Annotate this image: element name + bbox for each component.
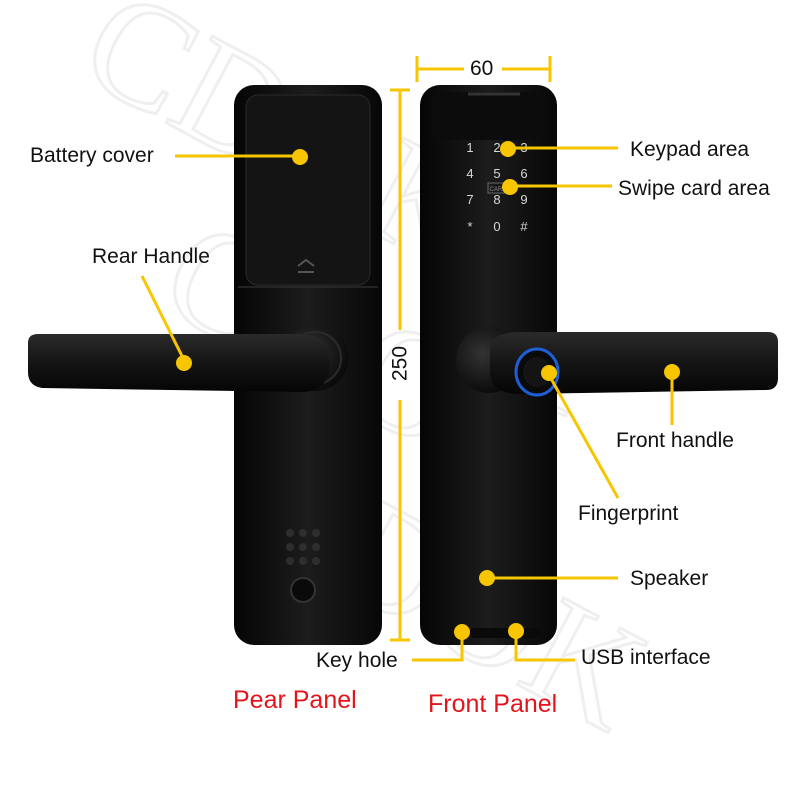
keypad-key: 2 — [493, 140, 500, 155]
label-battery-cover: Battery cover — [30, 144, 154, 167]
label-fingerprint: Fingerprint — [578, 502, 679, 525]
callout-dots — [176, 141, 680, 640]
keypad-key: 1 — [466, 140, 473, 155]
label-keypad-area: Keypad area — [630, 138, 750, 161]
rear-panel — [28, 85, 382, 645]
label-swipe-card-area: Swipe card area — [618, 177, 770, 200]
callout-lines — [140, 146, 674, 662]
rear-grille — [286, 529, 320, 565]
width-dimension — [415, 56, 552, 82]
height-dimension — [390, 88, 410, 642]
rear-knob — [290, 577, 316, 603]
rear-panel-title: Pear Panel — [233, 686, 357, 714]
card-reader-label: CARD — [489, 187, 507, 193]
label-front-handle: Front handle — [616, 429, 734, 452]
height-dimension-label: 250 — [388, 345, 412, 382]
front-panel-title: Front Panel — [428, 690, 558, 718]
label-rear-handle: Rear Handle — [92, 245, 210, 268]
keypad-key: 5 — [493, 166, 500, 181]
keypad-key: * — [467, 219, 472, 234]
width-dimension-label: 60 — [470, 57, 494, 80]
keypad-key: 0 — [493, 219, 500, 234]
keypad-key: 6 — [520, 166, 527, 181]
front-handle — [456, 327, 778, 397]
label-key-hole: Key hole — [316, 649, 398, 672]
keypad-key: 7 — [466, 192, 473, 207]
keypad-key: 9 — [520, 192, 527, 207]
battery-release-icon — [297, 258, 315, 273]
label-usb-interface: USB interface — [581, 646, 711, 669]
keypad-key: # — [520, 219, 528, 234]
keypad-key: 4 — [466, 166, 473, 181]
keypad-key: 8 — [493, 192, 500, 207]
label-speaker: Speaker — [630, 567, 709, 590]
